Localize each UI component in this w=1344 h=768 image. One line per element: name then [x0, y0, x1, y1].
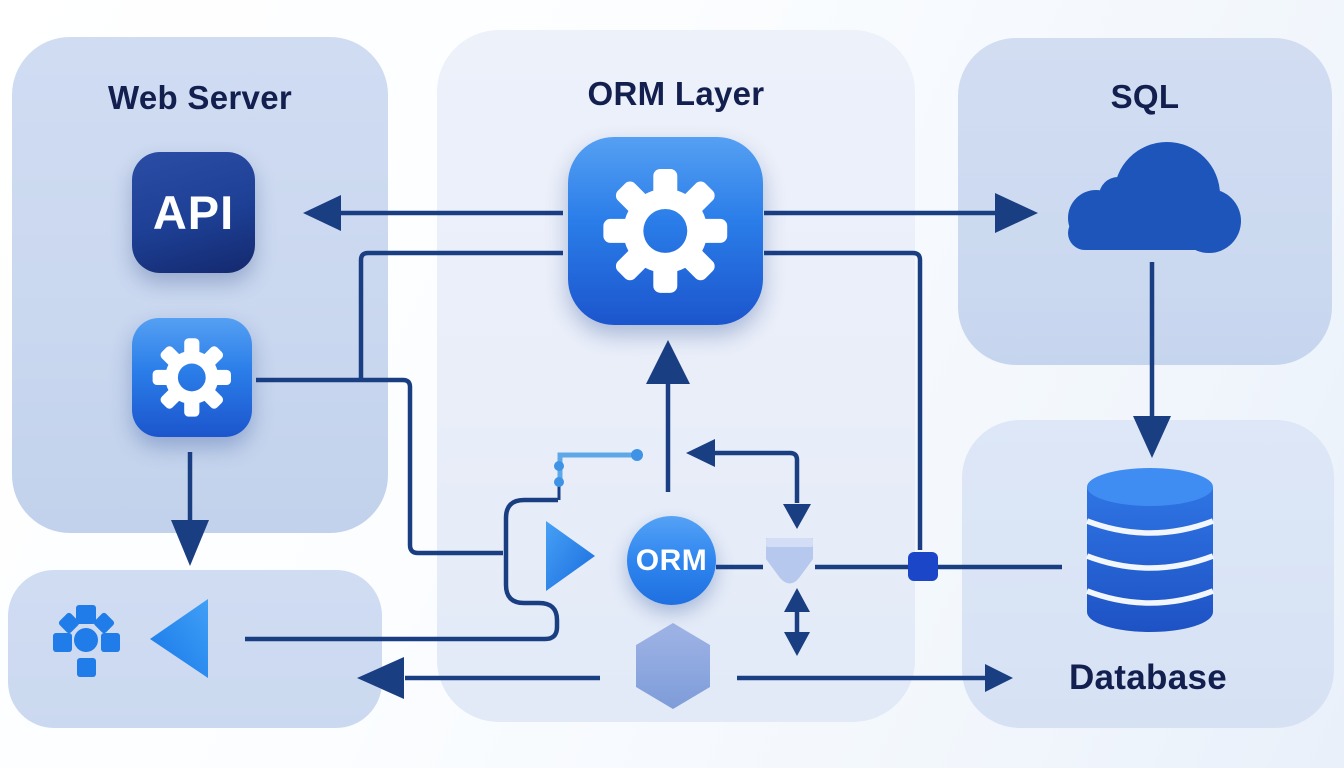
square-node-icon	[908, 552, 938, 581]
orm-circle-badge: ORM	[627, 516, 716, 605]
arrow-hexrow-left	[357, 657, 600, 699]
circuit-trace	[554, 449, 643, 500]
orm-layer-title: ORM Layer	[587, 75, 765, 112]
hexagon-icon	[636, 623, 710, 709]
back-triangle-icon	[150, 599, 208, 678]
cloud-icon	[1068, 142, 1241, 253]
arrow-sql-to-database	[1133, 262, 1171, 458]
double-arrow-below-funnel	[784, 588, 810, 656]
database-cylinder-icon	[1086, 468, 1214, 632]
sql-title: SQL	[1110, 78, 1180, 115]
circuit-bracket	[245, 497, 560, 642]
connector-orm-right-to-node	[764, 250, 923, 550]
play-triangle-icon	[546, 521, 595, 591]
funnel-icon	[766, 538, 813, 584]
process-dots-icon	[53, 605, 120, 677]
gear-icon-orm	[568, 137, 763, 325]
arrow-orm-to-sql	[764, 193, 1038, 233]
connector-orm-left-down	[358, 250, 563, 378]
gear-icon-web	[132, 318, 252, 437]
orm-label: ORM	[635, 543, 708, 577]
api-badge-icon: API	[132, 152, 255, 273]
gear-glyph	[152, 338, 232, 417]
api-label: API	[152, 186, 235, 239]
corner-arrow-to-funnel	[686, 439, 811, 529]
arrow-webgear-down	[171, 452, 209, 566]
arrow-hexrow-right	[737, 664, 1013, 692]
web-server-title: Web Server	[108, 79, 292, 116]
arrow-ormcircle-to-gear	[646, 340, 690, 492]
panel-web-server: Web Server	[12, 37, 388, 533]
arrow-orm-to-api	[303, 195, 563, 231]
database-label: Database	[1068, 658, 1228, 697]
connector-webgear-to-circuit	[256, 377, 503, 556]
gear-glyph	[603, 169, 728, 293]
